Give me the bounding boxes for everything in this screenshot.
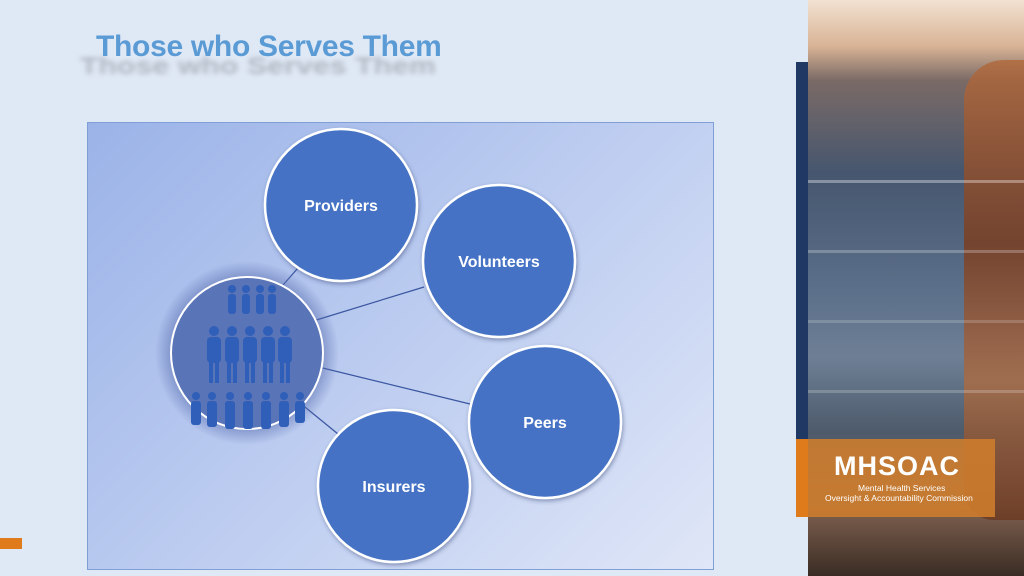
people-group-icon [155,261,339,445]
surf-line [808,390,1024,393]
slide-accent-tab [0,538,22,549]
person-icon [225,392,235,429]
navy-accent-bar [796,62,808,517]
node-peers: Peers [467,344,623,500]
node-insurers: Insurers [316,408,472,564]
person-icon [243,326,257,383]
slide-title: Those who Serves Them [96,30,442,63]
node-label-peers: Peers [523,415,567,432]
surf-line [808,180,1024,183]
slide-title-reflection: Those who Serves Them [80,53,436,80]
surf-line [808,320,1024,323]
person-icon [228,285,236,314]
person-icon [225,326,239,383]
node-label-providers: Providers [304,198,378,215]
person-icon [207,392,217,427]
node-label-insurers: Insurers [362,479,425,496]
node-volunteers: Volunteers [421,183,577,339]
person-icon [268,285,276,314]
person-icon [261,392,271,429]
person-icon [279,392,289,427]
surf-line [808,250,1024,253]
person-icon [242,285,250,314]
person-icon [191,392,201,425]
person-icon [295,392,305,423]
logo-wordmark: MHSOAC [834,451,960,481]
logo-subtitle-line2: Oversight & Accountability Commission [825,493,973,503]
mhsoac-logo: MHSOAC Mental Health Services Oversight … [808,439,995,517]
person-icon [243,392,253,429]
person-icon [207,326,221,383]
node-providers: Providers [263,127,419,283]
person-icon [261,326,275,383]
logo-subtitle-line1: Mental Health Services [858,483,946,493]
person-icon [278,326,292,383]
logo-accent-strip [796,439,808,517]
node-label-volunteers: Volunteers [458,254,540,271]
person-icon [256,285,264,314]
